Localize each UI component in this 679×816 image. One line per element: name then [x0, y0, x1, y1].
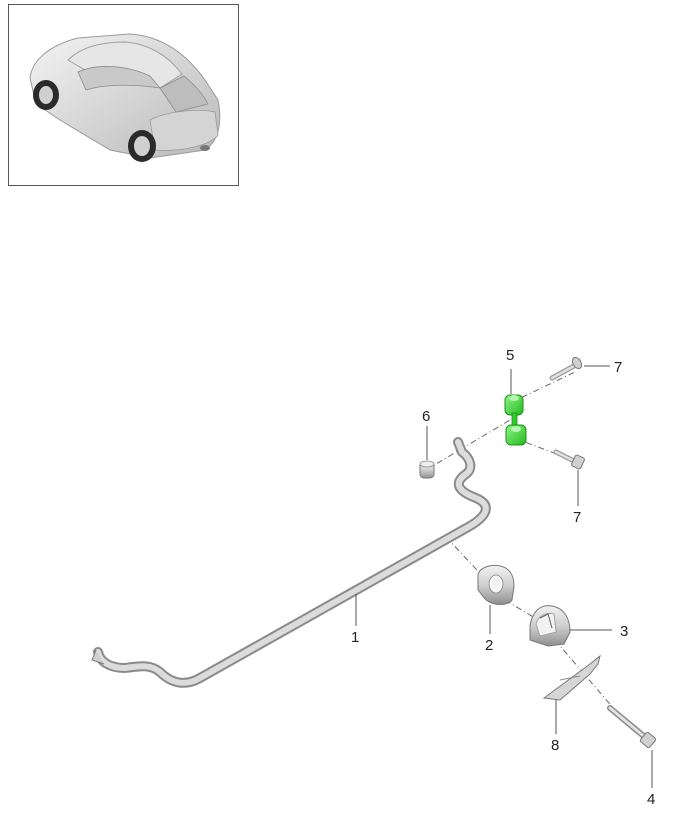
- part-7-bolt-upper: [549, 356, 583, 381]
- callout-1: 1: [351, 629, 359, 646]
- leader-lines: [355, 365, 653, 788]
- part-8-plate: [542, 654, 601, 701]
- wheel-front: [33, 80, 59, 110]
- part-6-bush: [419, 460, 435, 479]
- part-1-stabilizer-bar: [91, 437, 491, 688]
- callout-labels: 5 6 7 7 1 2 3 8 4: [351, 347, 655, 808]
- vehicle-thumbnail: [8, 4, 239, 186]
- part-4-bolt: [607, 705, 657, 749]
- part-7-bolt-lower: [553, 449, 585, 470]
- vehicle-illustration: [29, 33, 221, 162]
- callout-2: 2: [485, 637, 493, 654]
- callout-6: 6: [422, 408, 430, 425]
- callout-5: 5: [506, 347, 514, 364]
- wheel-rear: [128, 130, 156, 162]
- callout-4: 4: [647, 791, 655, 808]
- part-5-coupling-rod: [504, 394, 527, 446]
- callout-8: 8: [551, 737, 559, 754]
- callout-7-lower: 7: [573, 509, 581, 526]
- callout-7-upper: 7: [614, 359, 622, 376]
- part-3-clamp-bracket: [529, 605, 571, 647]
- callout-3: 3: [620, 623, 628, 640]
- part-2-rubber-mount: [477, 565, 515, 605]
